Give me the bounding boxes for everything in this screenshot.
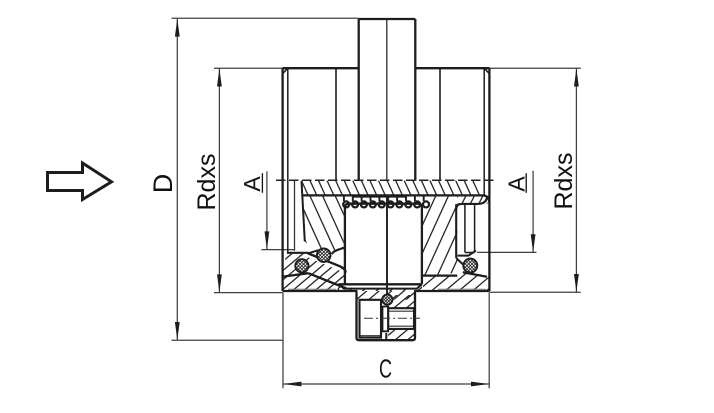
svg-text:Rdxs: Rdxs (193, 154, 221, 211)
svg-text:A: A (239, 176, 265, 192)
svg-text:C: C (379, 356, 392, 384)
svg-text:A: A (504, 176, 530, 192)
svg-text:Rdxs: Rdxs (550, 153, 578, 210)
svg-text:D: D (148, 174, 178, 194)
